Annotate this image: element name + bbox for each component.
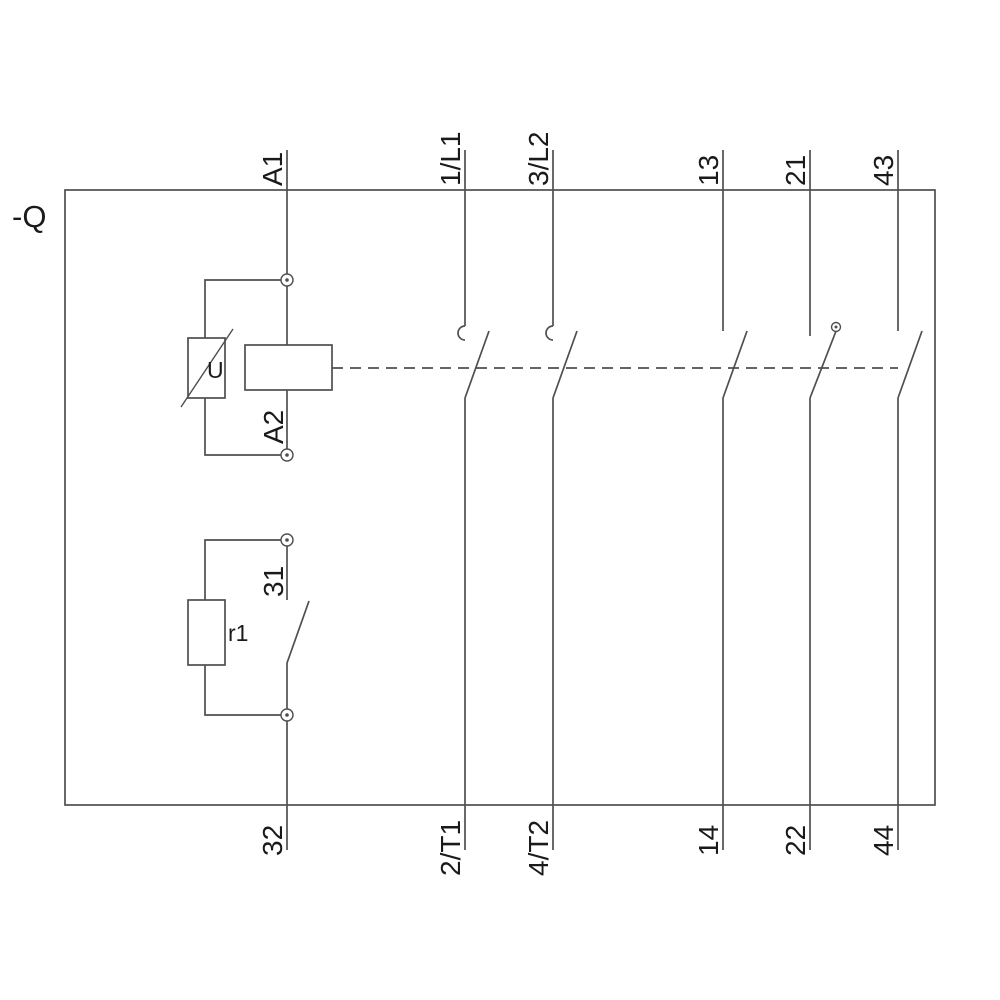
terminal-label-31: 31 bbox=[258, 566, 289, 597]
surge-suppressor-symbol bbox=[187, 337, 226, 399]
resistor-label: r1 bbox=[228, 620, 248, 646]
terminal-label-32: 32 bbox=[257, 825, 288, 856]
terminal-label-1l1: 1/L1 bbox=[435, 132, 466, 187]
device-outline bbox=[64, 189, 936, 806]
terminal-label-44: 44 bbox=[868, 825, 899, 856]
terminal-label-14: 14 bbox=[693, 825, 724, 856]
junction-dot bbox=[285, 538, 289, 542]
suppressor-branch-bottom bbox=[204, 398, 281, 456]
terminal-label-2t1: 2/T1 bbox=[435, 820, 466, 876]
main-contact-tip-3l2 bbox=[545, 325, 554, 341]
terminal-label-21: 21 bbox=[780, 155, 811, 186]
junction-dot bbox=[285, 713, 289, 717]
suppressor-branch-top bbox=[204, 279, 281, 338]
nc-contact-blade-31-32 bbox=[286, 600, 310, 664]
device-reference-label: -Q bbox=[12, 199, 46, 234]
coil-symbol bbox=[244, 344, 333, 391]
no-contact-blade-1l1 bbox=[464, 330, 490, 399]
main-contact-tip-1l1 bbox=[457, 325, 466, 341]
varistor-diagonal bbox=[180, 328, 234, 408]
no-contact-blade-43-44 bbox=[897, 330, 923, 399]
terminal-label-a1: A1 bbox=[257, 152, 288, 186]
terminal-label-3l2: 3/L2 bbox=[523, 132, 554, 187]
terminal-label-a2: A2 bbox=[258, 410, 289, 444]
nc-contact-blade-21-22 bbox=[809, 325, 839, 399]
no-contact-blade-3l2 bbox=[552, 330, 578, 399]
terminal-label-13: 13 bbox=[693, 155, 724, 186]
resistor-branch-bottom bbox=[204, 665, 281, 716]
junction-dot bbox=[285, 453, 289, 457]
no-contact-blade-13-14 bbox=[722, 330, 748, 399]
suppressor-label: U bbox=[207, 357, 224, 383]
terminal-label-22: 22 bbox=[780, 825, 811, 856]
terminal-label-4t2: 4/T2 bbox=[523, 820, 554, 876]
nc-contact-dot bbox=[834, 325, 838, 329]
resistor-symbol bbox=[187, 599, 226, 666]
terminal-label-43: 43 bbox=[868, 155, 899, 186]
resistor-branch-top bbox=[204, 539, 281, 600]
junction-dot bbox=[285, 278, 289, 282]
